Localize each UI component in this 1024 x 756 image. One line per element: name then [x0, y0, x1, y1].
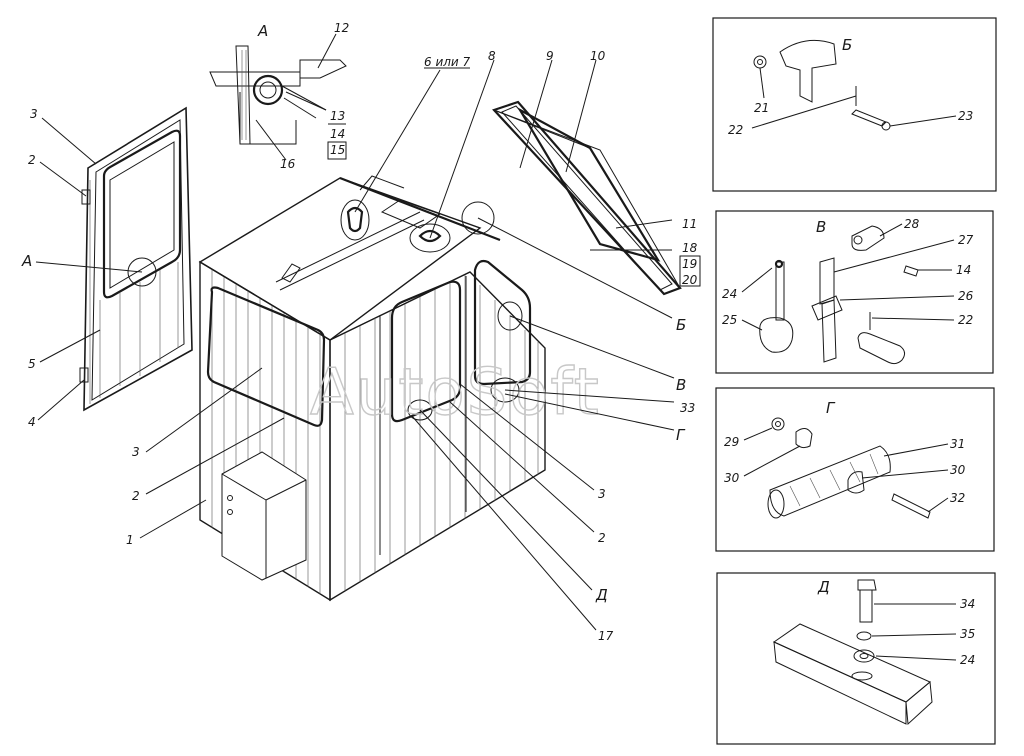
label-32: 32 — [950, 491, 965, 505]
part-labels: 3 2 А 5 4 3 2 1 12 13 14 15 16 6 или 7 8… — [21, 21, 975, 667]
label-29: 29 — [724, 435, 739, 449]
panel-g: Г — [715, 387, 995, 552]
label-14-v: 14 — [956, 263, 971, 277]
label-3-door: 3 — [30, 107, 38, 121]
label-22-v: 22 — [958, 313, 973, 327]
label-15: 15 — [330, 143, 345, 157]
label-16: 16 — [280, 157, 296, 171]
panel-d: Д — [716, 572, 996, 745]
watermark: AutoSoft — [310, 356, 601, 430]
seal-frame — [492, 100, 682, 296]
view-letter-b-panel: Б — [842, 36, 852, 54]
label-2-side: 2 — [598, 531, 606, 545]
label-30-b: 30 — [950, 463, 966, 477]
door-assembly — [79, 106, 193, 412]
detail-circles — [340, 199, 523, 421]
label-31: 31 — [950, 437, 965, 451]
label-6-or-7: 6 или 7 — [424, 55, 471, 69]
label-30-a: 30 — [724, 471, 740, 485]
label-35: 35 — [960, 627, 975, 641]
view-letter-v-panel: В — [816, 218, 826, 236]
label-27: 27 — [958, 233, 974, 247]
label-2-door: 2 — [28, 153, 36, 167]
label-13: 13 — [330, 109, 345, 123]
label-11: 11 — [682, 217, 697, 231]
view-letter-b-callout: Б — [676, 316, 686, 334]
label-2-front: 2 — [132, 489, 140, 503]
view-letter-d-callout: Д — [595, 586, 608, 604]
label-28: 28 — [904, 217, 920, 231]
label-8: 8 — [488, 49, 496, 63]
label-12: 12 — [334, 21, 349, 35]
label-24-d: 24 — [960, 653, 975, 667]
label-18: 18 — [682, 241, 698, 255]
cab-body — [198, 175, 546, 602]
label-3-front: 3 — [132, 445, 140, 459]
label-25: 25 — [722, 313, 737, 327]
view-letter-g-callout: Г — [676, 426, 686, 444]
label-17: 17 — [598, 629, 614, 643]
label-14-a: 14 — [330, 127, 345, 141]
label-33: 33 — [680, 401, 695, 415]
view-letter-v-callout: В — [676, 376, 686, 394]
panel-v: В — [715, 210, 994, 374]
label-5: 5 — [28, 357, 36, 371]
label-19: 19 — [682, 257, 697, 271]
leader-lines — [35, 33, 957, 661]
label-10: 10 — [590, 49, 606, 63]
label-22-b: 22 — [728, 123, 743, 137]
label-1: 1 — [126, 533, 134, 547]
label-21: 21 — [754, 101, 769, 115]
label-23: 23 — [958, 109, 973, 123]
label-24-v: 24 — [722, 287, 737, 301]
label-20: 20 — [682, 273, 698, 287]
label-3-side: 3 — [598, 487, 606, 501]
detail-a: А — [209, 22, 347, 145]
view-letter-a-detail: А — [257, 22, 268, 40]
view-letter-g-panel: Г — [826, 399, 836, 417]
label-9: 9 — [546, 49, 554, 63]
label-26: 26 — [958, 289, 974, 303]
label-4: 4 — [28, 415, 36, 429]
label-34: 34 — [960, 597, 975, 611]
view-letter-a-door: А — [21, 252, 32, 270]
view-letter-d-panel: Д — [817, 578, 830, 596]
panel-b: Б — [712, 17, 997, 192]
